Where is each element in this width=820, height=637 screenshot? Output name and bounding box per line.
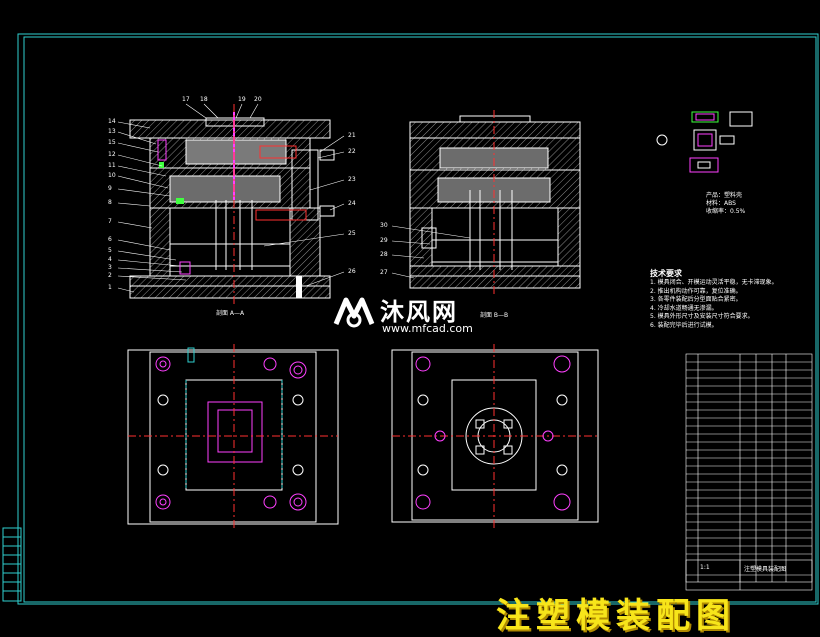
watermark: 沐风网 www.mfcad.com bbox=[332, 292, 492, 342]
tech-note-line: 4. 冷却水道畅通无渗漏。 bbox=[650, 304, 718, 312]
product-info-line: 材料：ABS bbox=[706, 200, 736, 207]
tech-note-line: 5. 模具外形尺寸及安装尺寸符合要求。 bbox=[650, 313, 754, 320]
callout-number: 14 bbox=[108, 118, 116, 125]
callout-number: 30 bbox=[380, 222, 388, 229]
parts-list bbox=[685, 353, 813, 583]
tech-note-line: 1. 模具闭合、开模运动灵活平稳，无卡滞现象。 bbox=[650, 279, 778, 286]
callout-number: 7 bbox=[108, 218, 112, 225]
drawing-caption: 注塑模装配图 bbox=[496, 596, 736, 636]
section-label-b: 剖面 B—B bbox=[480, 312, 509, 319]
watermark-brand: 沐风网 bbox=[380, 298, 458, 326]
tech-note-line: 6. 装配完毕后进行试模。 bbox=[650, 321, 718, 329]
callout-number: 5 bbox=[108, 247, 112, 254]
callout-number: 11 bbox=[108, 162, 116, 169]
watermark-url: www.mfcad.com bbox=[382, 322, 473, 335]
callout-number: 8 bbox=[108, 199, 112, 206]
product-info: 产品：塑料壳 材料：ABS 收缩率：0.5% bbox=[706, 192, 745, 216]
callout-number: 10 bbox=[108, 172, 116, 179]
callout-number: 18 bbox=[200, 96, 208, 103]
section-a-view bbox=[129, 104, 335, 304]
inner-frame bbox=[23, 36, 817, 603]
watermark-logo-icon bbox=[333, 297, 375, 328]
callout-number: 23 bbox=[348, 176, 356, 183]
callout-number: 17 bbox=[182, 96, 190, 103]
product-info-line: 收缩率：0.5% bbox=[706, 208, 746, 215]
callout-number: 20 bbox=[254, 96, 262, 103]
callout-number: 26 bbox=[348, 268, 356, 275]
tech-notes: 技术要求 1. 模具闭合、开模运动灵活平稳，无卡滞现象。 2. 推出机构动作可靠… bbox=[650, 268, 810, 330]
callout-number: 13 bbox=[108, 128, 116, 135]
callout-number: 9 bbox=[108, 185, 112, 192]
leader-lines-b bbox=[391, 225, 471, 279]
outer-frame bbox=[17, 33, 819, 605]
callout-number: 27 bbox=[380, 269, 388, 276]
callout-number: 25 bbox=[348, 230, 356, 237]
callout-number: 4 bbox=[108, 256, 112, 263]
section-b-view bbox=[409, 110, 581, 296]
callout-number: 15 bbox=[108, 139, 116, 146]
callout-number: 28 bbox=[380, 251, 388, 258]
callout-number: 29 bbox=[380, 237, 388, 244]
callout-number: 6 bbox=[108, 236, 112, 243]
title-block-scale: 1:1 bbox=[700, 564, 710, 571]
product-info-line: 产品：塑料壳 bbox=[706, 192, 743, 199]
callout-number: 19 bbox=[238, 96, 246, 103]
callout-number: 24 bbox=[348, 200, 356, 207]
plan-view-a bbox=[127, 344, 339, 528]
callout-number: 12 bbox=[108, 151, 116, 158]
part-detail bbox=[656, 111, 753, 173]
title-block bbox=[685, 559, 813, 591]
leader-lines-a bbox=[117, 103, 345, 293]
callout-number: 21 bbox=[348, 132, 356, 139]
callout-number: 22 bbox=[348, 148, 356, 155]
left-strip bbox=[2, 527, 22, 602]
callout-number: 2 bbox=[108, 272, 112, 279]
tech-notes-title: 技术要求 bbox=[650, 269, 682, 278]
callout-number: 3 bbox=[108, 264, 112, 271]
plan-view-b bbox=[391, 344, 599, 528]
parts-list-rows bbox=[686, 361, 812, 555]
tech-note-line: 3. 各零件装配后分型面贴合紧密。 bbox=[650, 296, 742, 303]
section-label-a: 剖面 A—A bbox=[216, 310, 245, 317]
title-block-drawing: 注塑模具装配图 bbox=[744, 566, 787, 573]
callout-number: 1 bbox=[108, 284, 112, 291]
tech-note-line: 2. 推出机构动作可靠，复位准确。 bbox=[650, 287, 742, 295]
